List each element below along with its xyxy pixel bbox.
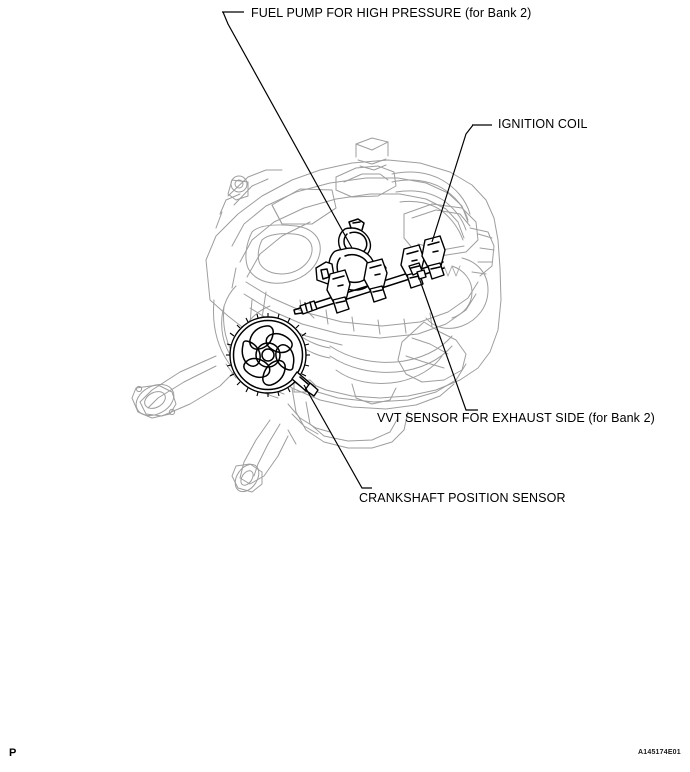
engine-body-outlines [131,137,502,493]
leader-lines [222,11,492,489]
callout-label-fuel-pump: FUEL PUMP FOR HIGH PRESSURE (for Bank 2) [251,6,532,20]
leader-ignition-coil [431,124,492,243]
leader-crank-sensor [303,384,372,489]
figure-id: A145174E01 [638,749,681,756]
crankshaft-pulley [226,313,310,397]
callout-label-ignition-coil: IGNITION COIL [498,117,588,131]
ignition-coil-4 [421,235,446,280]
leader-vvt-sensor [416,271,478,411]
crank-position-sensor [291,371,319,397]
ignition-coil-1 [326,269,351,314]
callout-label-vvt-sensor: VVT SENSOR FOR EXHAUST SIDE (for Bank 2) [377,411,655,425]
leader-fuel-pump [222,11,353,249]
callout-label-crankshaft-position-sensor: CRANKSHAFT POSITION SENSOR [359,491,566,505]
page-marker: P [9,747,17,759]
ignition-coil-2 [363,258,388,303]
